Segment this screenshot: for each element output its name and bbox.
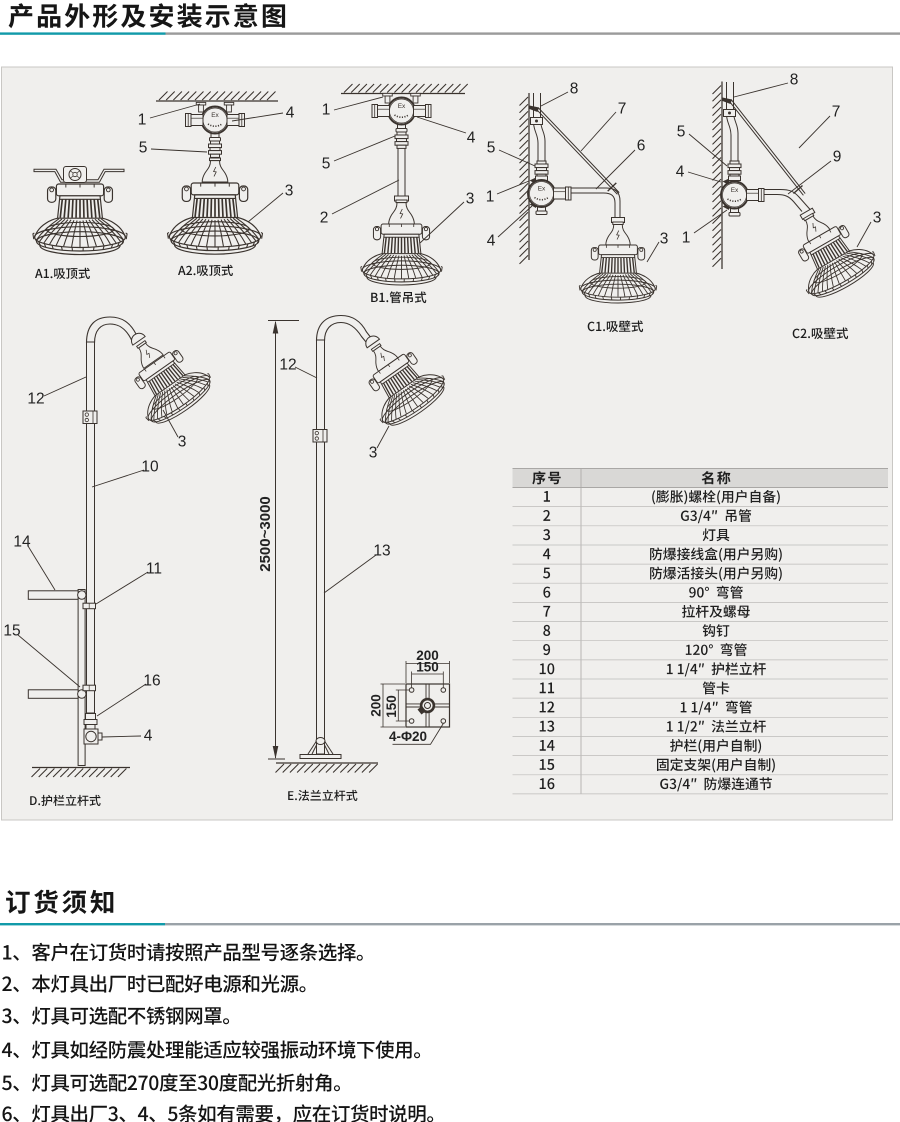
svg-text:150: 150 <box>416 660 439 675</box>
svg-text:4: 4 <box>144 728 153 745</box>
svg-text:2: 2 <box>320 210 329 227</box>
svg-text:7: 7 <box>832 104 841 121</box>
svg-text:200: 200 <box>369 694 384 717</box>
svg-text:150: 150 <box>384 695 399 718</box>
svg-text:10: 10 <box>141 459 159 476</box>
svg-text:8: 8 <box>790 72 799 89</box>
svg-text:13: 13 <box>373 543 390 560</box>
svg-text:3: 3 <box>660 231 669 248</box>
svg-text:4: 4 <box>467 130 476 147</box>
svg-text:5: 5 <box>487 140 496 157</box>
svg-text:1: 1 <box>682 230 691 247</box>
svg-text:1: 1 <box>486 189 495 206</box>
svg-text:5: 5 <box>322 156 331 173</box>
svg-text:4: 4 <box>286 105 295 122</box>
svg-text:16: 16 <box>143 673 160 690</box>
svg-text:8: 8 <box>570 81 579 98</box>
svg-text:7: 7 <box>618 101 627 118</box>
svg-text:11: 11 <box>146 561 162 578</box>
svg-text:4: 4 <box>487 233 496 250</box>
svg-text:14: 14 <box>13 534 31 551</box>
svg-text:3: 3 <box>369 445 378 462</box>
svg-text:1: 1 <box>322 102 331 119</box>
svg-text:5: 5 <box>139 140 148 157</box>
svg-text:3: 3 <box>873 210 882 227</box>
svg-text:9: 9 <box>833 149 842 166</box>
svg-text:3: 3 <box>285 183 294 200</box>
svg-text:3: 3 <box>466 191 475 208</box>
svg-text:15: 15 <box>3 623 20 640</box>
svg-text:2500~3000: 2500~3000 <box>257 496 274 572</box>
svg-text:4: 4 <box>676 164 685 181</box>
svg-text:5: 5 <box>677 124 686 141</box>
svg-text:12: 12 <box>27 391 44 408</box>
svg-text:12: 12 <box>279 357 296 374</box>
svg-text:4-Φ20: 4-Φ20 <box>389 729 427 744</box>
svg-text:200: 200 <box>416 648 439 663</box>
svg-text:1: 1 <box>138 112 147 129</box>
svg-text:6: 6 <box>637 138 646 155</box>
svg-text:3: 3 <box>178 434 187 451</box>
